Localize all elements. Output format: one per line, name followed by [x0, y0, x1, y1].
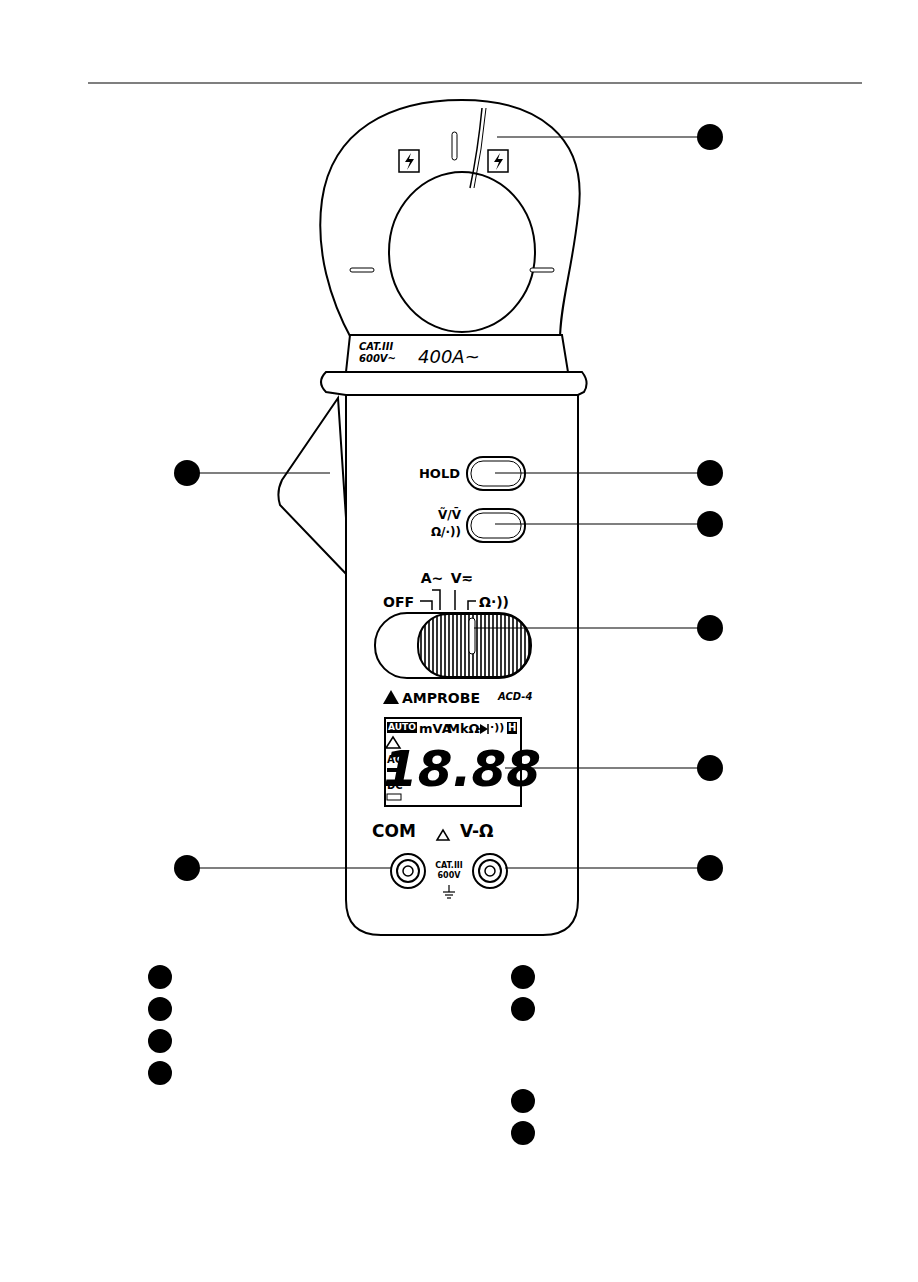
part-label: CAT.III [359, 342, 393, 352]
diode-symbol [487, 724, 489, 734]
part-label: 600V [438, 872, 461, 880]
com-jack [397, 860, 419, 882]
part-label: V≂ [451, 571, 474, 585]
mode-button [467, 509, 525, 542]
part-label: HOLD [419, 467, 460, 480]
switch-position-mark [420, 601, 432, 610]
switch-position-mark [432, 590, 440, 610]
switch-pointer [469, 618, 475, 654]
hazard-symbol [488, 150, 508, 172]
part-label: A~ [421, 571, 444, 585]
v-ohm-jack [485, 866, 495, 876]
jaw-mark [530, 268, 554, 272]
hazard-symbol [405, 153, 414, 170]
jaw-mark [350, 268, 374, 272]
part-label: OFF [383, 595, 414, 609]
jaw-base [346, 335, 568, 372]
v-ohm-jack [479, 860, 501, 882]
leader-line [197, 137, 700, 868]
part-label: ACD-4 [498, 692, 532, 702]
jaw-trigger [278, 398, 350, 578]
part-label: CAT.III [435, 862, 463, 870]
part-label: COM [372, 823, 416, 840]
switch-position-mark [468, 601, 476, 610]
com-jack [403, 866, 413, 876]
clamp-jaw [320, 100, 579, 340]
hazard-symbol [399, 150, 419, 172]
part-label: ·)) [490, 722, 504, 733]
part-label: MkΩ [447, 722, 480, 735]
part-label: mVA [419, 722, 452, 735]
jaw-split [474, 108, 486, 188]
part-label: 400A~ [418, 348, 480, 366]
mode-button [471, 513, 521, 538]
part-label: AMPROBE [402, 691, 480, 705]
part-label: 600V~ [359, 354, 396, 364]
slide-switch-track [375, 613, 531, 678]
brand-logo [383, 690, 399, 704]
battery-icon [387, 794, 401, 800]
warning-icon [437, 830, 449, 840]
callout-dot [148, 124, 723, 1145]
header-rule [88, 82, 862, 83]
part-label: Ω/·)) [431, 526, 461, 538]
part-label: 18.88 [383, 744, 541, 794]
lcd-indicator: H [507, 722, 517, 734]
jaw-opening [389, 172, 535, 332]
hand-guard [321, 372, 587, 395]
part-label: V-Ω [460, 823, 493, 840]
slide-switch-knob [418, 614, 530, 677]
com-jack [391, 854, 425, 888]
part-label: Ṽ/V̄ [438, 509, 461, 521]
v-ohm-jack [473, 854, 507, 888]
switch-position-mark [454, 590, 456, 610]
meter-body [346, 390, 578, 935]
lcd-indicator: AUTO [387, 722, 417, 733]
hazard-symbol [494, 153, 503, 170]
part-label: Ω·)) [479, 595, 509, 609]
jaw-slot [452, 132, 457, 160]
diode-symbol [480, 724, 488, 734]
ground-symbol [443, 885, 455, 898]
